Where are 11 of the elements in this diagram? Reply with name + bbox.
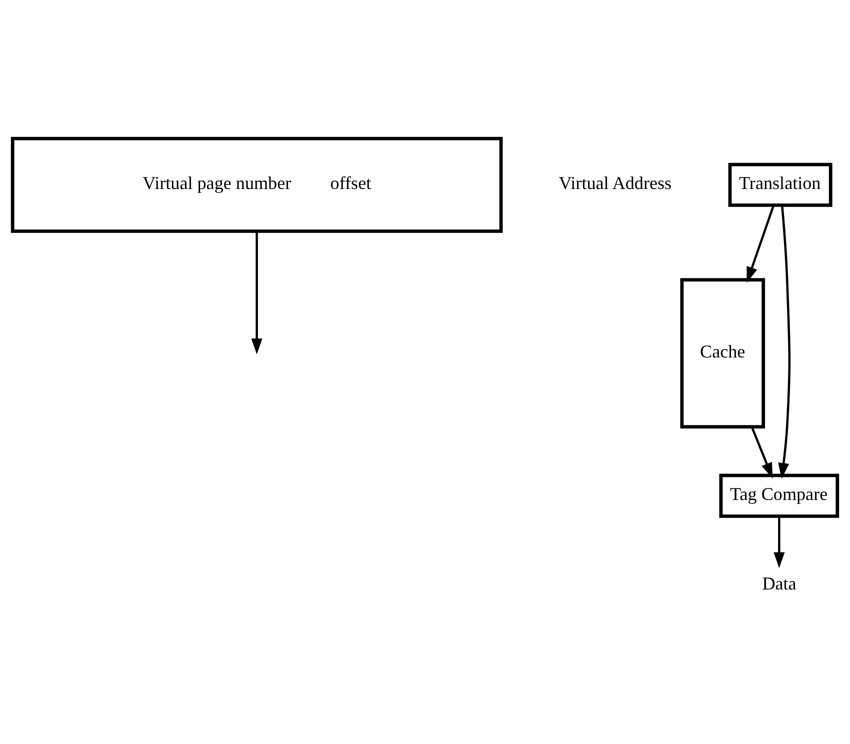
- node-box: Cache: [680, 278, 766, 429]
- node-text: Data: [762, 573, 796, 594]
- arrow: [778, 205, 791, 479]
- node-box: Tag Compare: [719, 474, 840, 518]
- node-label: Virtual Address: [558, 173, 672, 194]
- arrow: [774, 516, 785, 568]
- arrow: [746, 205, 775, 283]
- arrow: [251, 231, 262, 354]
- node-box: Virtual page number offset: [10, 136, 503, 233]
- arrow: [750, 426, 773, 479]
- node-box: Translation: [728, 162, 832, 207]
